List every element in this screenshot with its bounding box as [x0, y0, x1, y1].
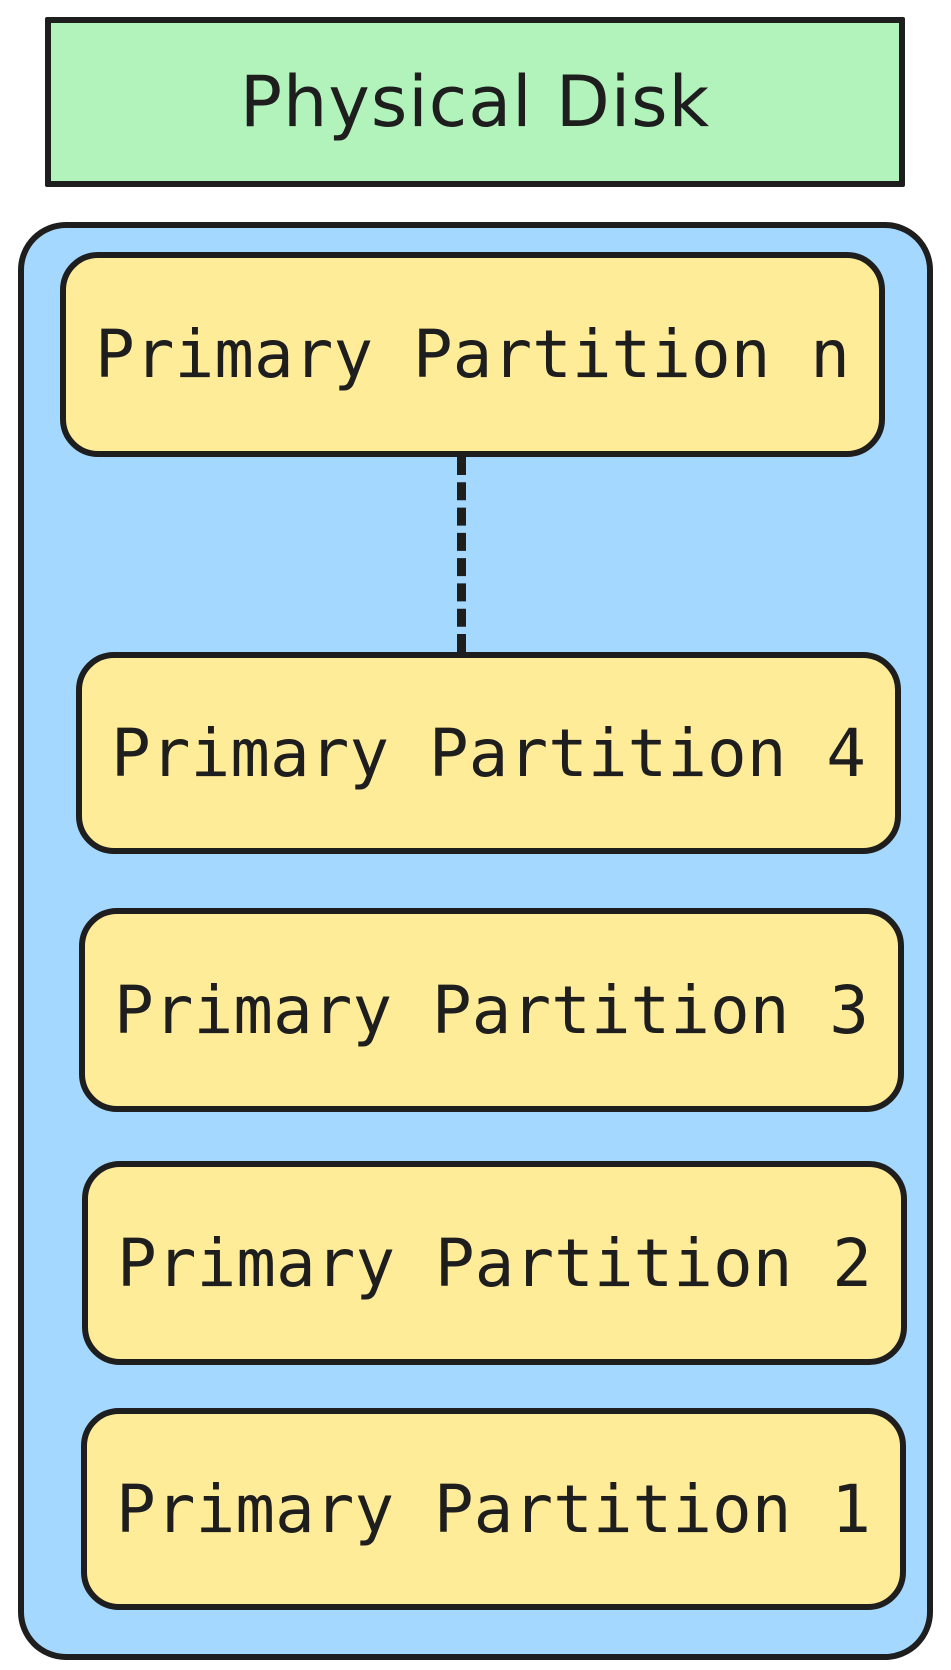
partition-n-box: Primary Partition n — [60, 252, 885, 457]
partition-1-label: Primary Partition 1 — [116, 1470, 871, 1548]
dashed-connector — [457, 457, 466, 652]
partition-2-label: Primary Partition 2 — [117, 1224, 872, 1302]
physical-disk-box: Physical Disk — [45, 17, 905, 187]
partition-4-label: Primary Partition 4 — [111, 714, 866, 792]
partition-3-box: Primary Partition 3 — [79, 908, 904, 1112]
partition-n-label: Primary Partition n — [95, 316, 850, 393]
partition-4-box: Primary Partition 4 — [76, 652, 901, 854]
physical-disk-label: Physical Disk — [239, 61, 711, 143]
partition-2-box: Primary Partition 2 — [82, 1161, 907, 1365]
partition-3-label: Primary Partition 3 — [114, 971, 869, 1049]
partition-1-box: Primary Partition 1 — [81, 1408, 906, 1610]
